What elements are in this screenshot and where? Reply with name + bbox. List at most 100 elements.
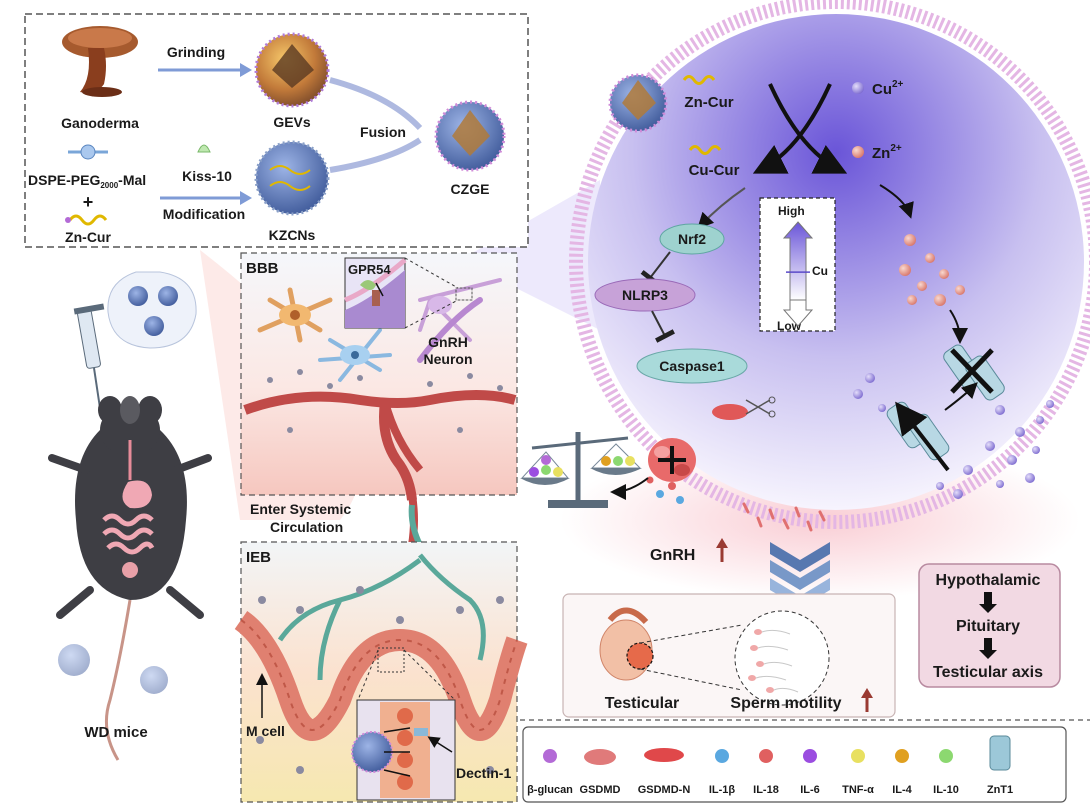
- testicular-panel: Testicular Sperm motility: [562, 593, 896, 718]
- dectin1-inset: [351, 647, 456, 801]
- gauge-high-label: High: [778, 204, 805, 218]
- caspase1-label: Caspase1: [659, 358, 725, 374]
- balance-scale-icon: [520, 432, 649, 508]
- m-cell-label: M cell: [246, 723, 285, 739]
- czge-sphere-icon: [434, 100, 506, 172]
- fusion-arrow-bottom: [329, 137, 422, 173]
- legend-item: IL-6: [800, 749, 820, 796]
- legend-item: ZnT1: [987, 735, 1013, 796]
- pituitary-label: Pituitary: [956, 618, 1020, 635]
- brain-nanoparticles: [267, 369, 503, 433]
- kzcns-sphere-icon: [254, 140, 330, 216]
- legend-label: GSDMD: [580, 784, 621, 796]
- legend-label: IL-10: [933, 784, 959, 796]
- kiss10-icon: [197, 144, 211, 153]
- zn-cur-label: Zn-Cur: [65, 229, 111, 245]
- mouse-body: [75, 420, 187, 600]
- axis-arrow-1: [979, 592, 997, 613]
- nlrp3-label: NLRP3: [622, 287, 668, 303]
- legend-label: ZnT1: [987, 784, 1013, 796]
- mouse-illustration: [48, 271, 212, 761]
- legend-label: IL-18: [753, 784, 779, 796]
- ganoderma-label: Ganoderma: [61, 115, 139, 131]
- zinc-ion-cluster: [899, 234, 965, 306]
- gnrh-up-arrow: [716, 538, 728, 562]
- cu-ion-icon: [852, 82, 864, 94]
- legend-swatch: [803, 749, 817, 763]
- sperm-cells-icon: [748, 629, 799, 693]
- legend-swatch: [543, 749, 557, 763]
- copper-ion-cluster: [853, 373, 1054, 499]
- grinding-label: Grinding: [167, 44, 225, 60]
- legend-item: IL-4: [892, 749, 913, 796]
- ieb-label: IEB: [246, 549, 271, 566]
- legend-item: GSDMD-N: [638, 748, 691, 796]
- circulation-label-line1: Enter Systemic: [250, 501, 351, 517]
- legend-swatch: [989, 735, 1011, 771]
- hypothalamic-label: Hypothalamic: [936, 572, 1041, 589]
- exchange-arrow-right: [768, 83, 848, 174]
- flare-top: [460, 180, 600, 330]
- legend-item: TNF-α: [842, 749, 874, 796]
- nlrp3-node: [594, 278, 696, 312]
- cu-cur-wave-icon: [688, 145, 722, 155]
- gauge-cu-label: Cu: [812, 264, 828, 278]
- legend-swatch: [895, 749, 909, 763]
- testicular-axis-label: Testicular axis: [933, 664, 1043, 681]
- legend-label: IL-4: [892, 784, 912, 796]
- dspe-label: DSPE-PEG2000-Mal: [28, 172, 146, 190]
- nanoparticle-bubble: [107, 271, 197, 349]
- dectin1-label: Dectin-1: [456, 765, 511, 781]
- gut-nanoparticles: [256, 586, 504, 774]
- fusion-arrow-top: [329, 77, 423, 131]
- ganoderma-mushroom-icon: [62, 26, 138, 97]
- legend-item: IL-1β: [709, 749, 735, 796]
- exchange-arrow-left: [752, 83, 832, 174]
- sperm-motility-label: Sperm motility: [730, 695, 841, 712]
- released-cytokines: [646, 476, 826, 532]
- gnrh-neuron-label-line2: Neuron: [424, 351, 473, 367]
- legend-label: β-glucan: [527, 784, 573, 796]
- legend-item: IL-18: [753, 749, 779, 796]
- cu-ion-label: Cu2+: [872, 79, 904, 98]
- legend-swatch: [644, 748, 684, 762]
- kzcns-label: KZCNs: [269, 227, 316, 243]
- dspe-peg-icon: [68, 144, 108, 160]
- gnrh-neuron-label-line1: GnRH: [428, 334, 468, 350]
- zn-ion-label: Zn2+: [872, 143, 902, 162]
- glial-cells: [257, 287, 392, 382]
- intestinal-villi: [234, 610, 528, 741]
- mouse-tail: [104, 599, 132, 761]
- sperm-zoom-circle: [734, 610, 830, 706]
- czge-label: CZGE: [451, 181, 490, 197]
- kiss10-label: Kiss-10: [182, 168, 232, 184]
- legend-swatch: [851, 749, 865, 763]
- synthesis-panel: Ganoderma Grinding GEVs DSPE-PEG2000-Mal…: [24, 13, 529, 248]
- gevs-label: GEVs: [273, 114, 311, 130]
- legend-label: GSDMD-N: [638, 784, 691, 796]
- endocytosis-nanoparticle-icon: [608, 73, 668, 133]
- legend-item: β-glucan: [527, 749, 573, 796]
- mouse-stomach: [122, 480, 152, 509]
- legend-item: GSDMD: [580, 749, 621, 796]
- fusion-label: Fusion: [360, 124, 406, 140]
- sperm-motility-up-arrow: [861, 688, 873, 712]
- modification-label: Modification: [163, 206, 245, 222]
- cell-membrane: [569, 0, 1090, 529]
- cell-zn-cur: Zn-Cur: [684, 94, 733, 111]
- testicular-label: Testicular: [605, 695, 679, 712]
- znt1-active-channel-icon: [886, 401, 950, 472]
- gnrh-neuron-icon: [417, 278, 502, 363]
- mouse-intestine: [102, 513, 155, 555]
- ieb-panel: IEB M cell: [234, 541, 528, 803]
- legend-label: IL-6: [800, 784, 820, 796]
- legend-swatch: [759, 749, 773, 763]
- zn-cur-molecule-icon: [68, 214, 108, 226]
- bbb-panel: BBB GPR54 GnRH Neuron: [240, 252, 518, 501]
- gevs-sphere-icon: [254, 32, 330, 108]
- plus-sign: +: [83, 192, 94, 212]
- legend-swatch: [584, 749, 616, 765]
- legend-label: TNF-α: [842, 784, 874, 796]
